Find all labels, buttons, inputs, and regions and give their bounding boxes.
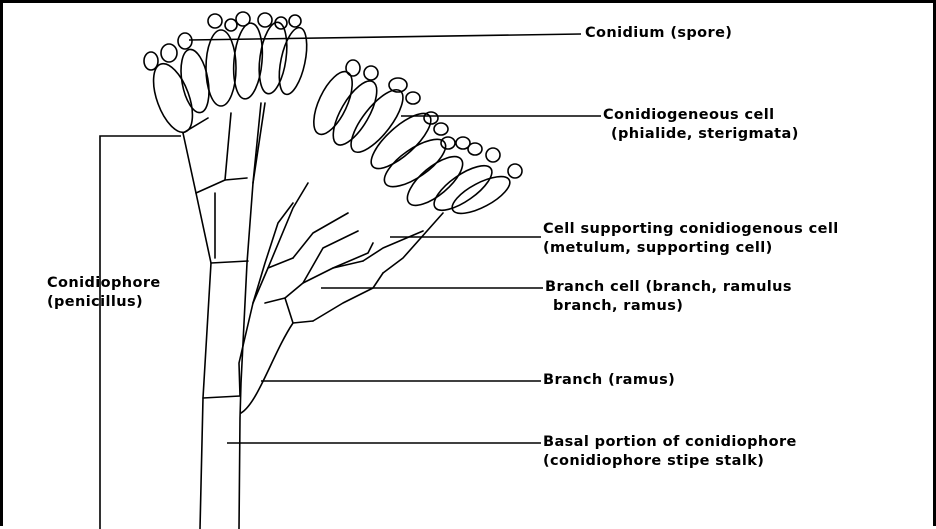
- label-branch: Branch (ramus): [543, 372, 675, 389]
- phialides-left-cluster: [144, 12, 312, 137]
- label-metulum-synonyms: (metulum, supporting cell): [543, 240, 773, 257]
- label-basal-portion-synonyms: (conidiophore stipe stalk): [543, 453, 764, 470]
- label-basal-portion: Basal portion of conidiophore: [543, 434, 797, 451]
- branch-ramus: [239, 183, 443, 413]
- conidiophore-bracket: [100, 136, 181, 529]
- label-conidiophore: Conidiophore: [47, 275, 161, 292]
- label-branch-cell-synonyms: branch, ramus): [553, 298, 683, 315]
- label-conidiogenous-cell-synonyms: (phialide, sterigmata): [611, 126, 799, 143]
- label-conidium: Conidium (spore): [585, 25, 732, 42]
- label-conidiophore-synonym: (penicillus): [47, 294, 143, 311]
- label-branch-cell: Branch cell (branch, ramulus: [545, 279, 792, 296]
- label-conidiogenous-cell: Conidiogeneous cell: [603, 107, 775, 124]
- leader-conidium: [189, 34, 581, 40]
- label-metulum: Cell supporting conidiogenous cell: [543, 221, 839, 238]
- phialides-right-cluster: [306, 60, 522, 221]
- main-stipe: [183, 103, 265, 529]
